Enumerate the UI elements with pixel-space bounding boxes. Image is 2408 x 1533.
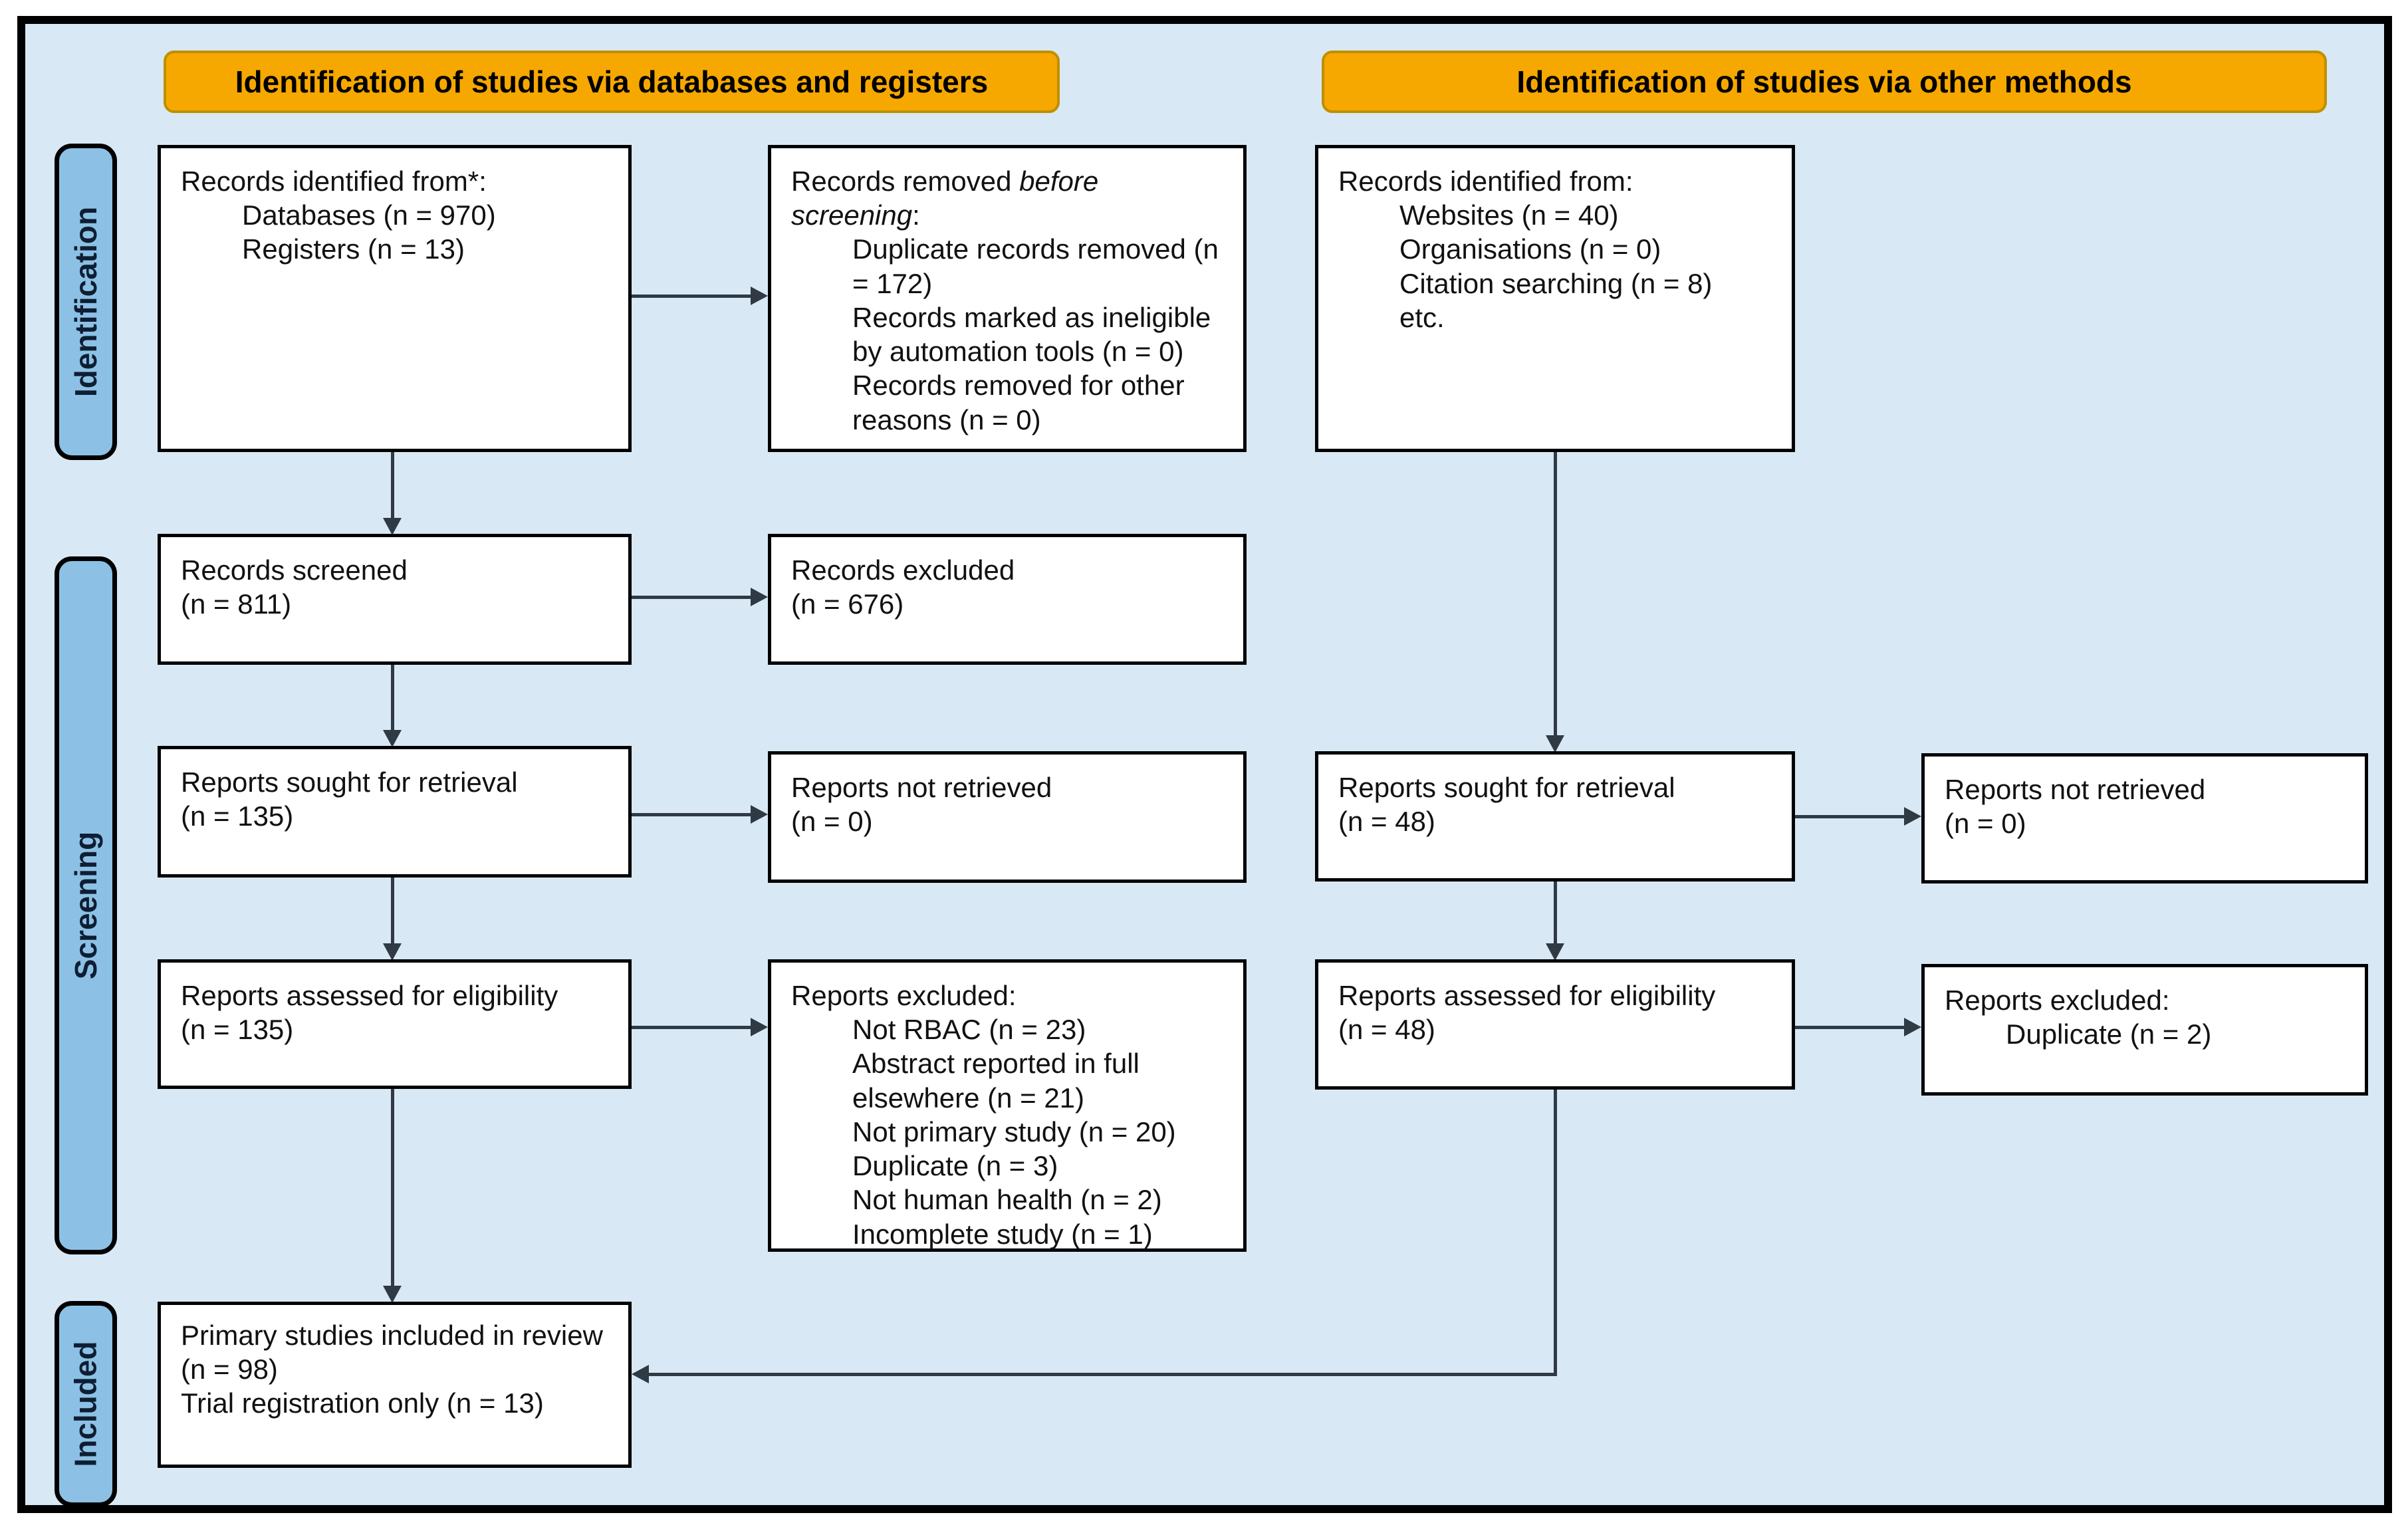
- stage-screening: Screening: [55, 556, 117, 1254]
- stage-screening-label: Screening: [68, 831, 104, 980]
- box-line: (n = 135): [181, 800, 294, 832]
- box-reports-sought-databases: Reports sought for retrieval (n = 135): [158, 746, 632, 878]
- box-title: Reports excluded:: [1945, 985, 2170, 1016]
- box-reports-sought-other: Reports sought for retrieval (n = 48): [1315, 751, 1795, 882]
- box-line: (n = 676): [791, 588, 904, 620]
- box-item: Websites (n = 40): [1399, 199, 1619, 231]
- arrowhead-down-icon: [383, 943, 402, 961]
- stage-identification-label: Identification: [68, 206, 104, 398]
- banner-databases-registers-label: Identification of studies via databases …: [235, 64, 989, 99]
- box-line: Reports not retrieved: [791, 772, 1052, 803]
- box-line: (n = 48): [1338, 1014, 1435, 1046]
- box-item: Not primary study (n = 20): [852, 1116, 1176, 1147]
- box-item: Duplicate records removed (n = 172): [852, 233, 1219, 299]
- box-item: Abstract reported in full elsewhere (n =…: [852, 1048, 1140, 1114]
- box-item: Not RBAC (n = 23): [852, 1014, 1086, 1046]
- box-title: Reports excluded:: [791, 980, 1017, 1011]
- arrowhead-right-icon: [1904, 1018, 1921, 1036]
- box-title: Records removed before screening:: [791, 164, 1223, 232]
- arrow-line: [1554, 1090, 1557, 1376]
- arrow-line: [391, 665, 394, 731]
- banner-other-methods-label: Identification of studies via other meth…: [1516, 64, 2132, 99]
- box-item: Records removed for other reasons (n = 0…: [852, 370, 1185, 435]
- arrow-line: [632, 813, 753, 816]
- box-line: Reports sought for retrieval: [181, 766, 518, 798]
- arrowhead-down-icon: [383, 1286, 402, 1303]
- box-item: etc.: [1399, 301, 1445, 333]
- arrow-line: [391, 1089, 394, 1287]
- box-line: Reports assessed for eligibility: [1338, 980, 1716, 1011]
- box-line: (n = 48): [1338, 806, 1435, 838]
- box-reports-not-retrieved-other: Reports not retrieved (n = 0): [1921, 753, 2368, 884]
- box-line: (n = 0): [791, 806, 873, 838]
- box-included-studies: Primary studies included in review (n = …: [158, 1302, 632, 1468]
- box-item: Citation searching (n = 8): [1399, 267, 1713, 299]
- box-title-suffix: :: [912, 199, 920, 231]
- box-line: (n = 811): [181, 588, 292, 620]
- box-item: Duplicate (n = 2): [2006, 1018, 2212, 1050]
- arrowhead-right-icon: [751, 1018, 768, 1036]
- box-line: Primary studies included in review (n = …: [181, 1320, 603, 1385]
- box-records-removed: Records removed before screening: Duplic…: [768, 145, 1247, 452]
- box-item: Incomplete study (n = 1): [852, 1218, 1153, 1250]
- arrowhead-right-icon: [751, 287, 768, 305]
- stage-included: Included: [55, 1301, 117, 1507]
- box-records-excluded: Records excluded (n = 676): [768, 534, 1247, 665]
- box-line: (n = 0): [1945, 808, 2026, 840]
- box-records-identified-databases: Records identified from*: Databases (n =…: [158, 145, 632, 452]
- box-item: Not human health (n = 2): [852, 1184, 1162, 1216]
- arrowhead-down-icon: [383, 518, 402, 535]
- stage-included-label: Included: [68, 1341, 103, 1467]
- box-line: Reports sought for retrieval: [1338, 772, 1675, 803]
- box-line: Reports not retrieved: [1945, 774, 2206, 805]
- arrow-line: [1554, 452, 1557, 737]
- arrowhead-down-icon: [1546, 735, 1564, 753]
- box-title-italic: before screening: [791, 166, 1099, 231]
- arrow-line: [1795, 1026, 1905, 1029]
- box-records-identified-other: Records identified from: Websites (n = 4…: [1315, 145, 1795, 452]
- arrowhead-down-icon: [1546, 943, 1564, 961]
- box-reports-excluded-other: Reports excluded: Duplicate (n = 2): [1921, 964, 2368, 1096]
- box-reports-excluded-databases: Reports excluded: Not RBAC (n = 23) Abst…: [768, 959, 1247, 1252]
- arrow-line: [1554, 882, 1557, 943]
- arrow-line: [648, 1373, 1557, 1376]
- box-line: Trial registration only (n = 13): [181, 1387, 544, 1419]
- box-line: Records excluded: [791, 554, 1015, 586]
- arrow-line: [1795, 815, 1905, 818]
- arrow-line: [391, 452, 394, 519]
- arrowhead-right-icon: [1904, 807, 1921, 826]
- banner-other-methods: Identification of studies via other meth…: [1322, 51, 2327, 113]
- box-records-screened: Records screened (n = 811): [158, 534, 632, 665]
- box-item: Records marked as ineligible by automati…: [852, 301, 1211, 368]
- arrow-line: [632, 295, 753, 298]
- arrowhead-left-icon: [632, 1365, 649, 1383]
- box-line: Reports assessed for eligibility: [181, 980, 558, 1011]
- arrow-line: [632, 1026, 753, 1029]
- box-title-prefix: Records removed: [791, 166, 1020, 197]
- box-item: Organisations (n = 0): [1399, 233, 1661, 265]
- stage-identification: Identification: [55, 144, 117, 460]
- arrowhead-right-icon: [751, 805, 768, 824]
- box-line: (n = 135): [181, 1014, 294, 1046]
- arrow-line: [391, 878, 394, 943]
- box-reports-assessed-databases: Reports assessed for eligibility (n = 13…: [158, 959, 632, 1089]
- box-reports-not-retrieved-databases: Reports not retrieved (n = 0): [768, 751, 1247, 883]
- banner-databases-registers: Identification of studies via databases …: [164, 51, 1060, 113]
- arrowhead-right-icon: [751, 588, 768, 606]
- box-item: Databases (n = 970): [242, 199, 496, 231]
- box-line: Records screened: [181, 554, 408, 586]
- arrow-line: [632, 596, 753, 599]
- box-item: Duplicate (n = 3): [852, 1150, 1058, 1182]
- box-title: Records identified from*:: [181, 166, 487, 197]
- box-reports-assessed-other: Reports assessed for eligibility (n = 48…: [1315, 959, 1795, 1090]
- box-item: Registers (n = 13): [242, 233, 465, 265]
- box-title: Records identified from:: [1338, 166, 1633, 197]
- arrowhead-down-icon: [383, 730, 402, 747]
